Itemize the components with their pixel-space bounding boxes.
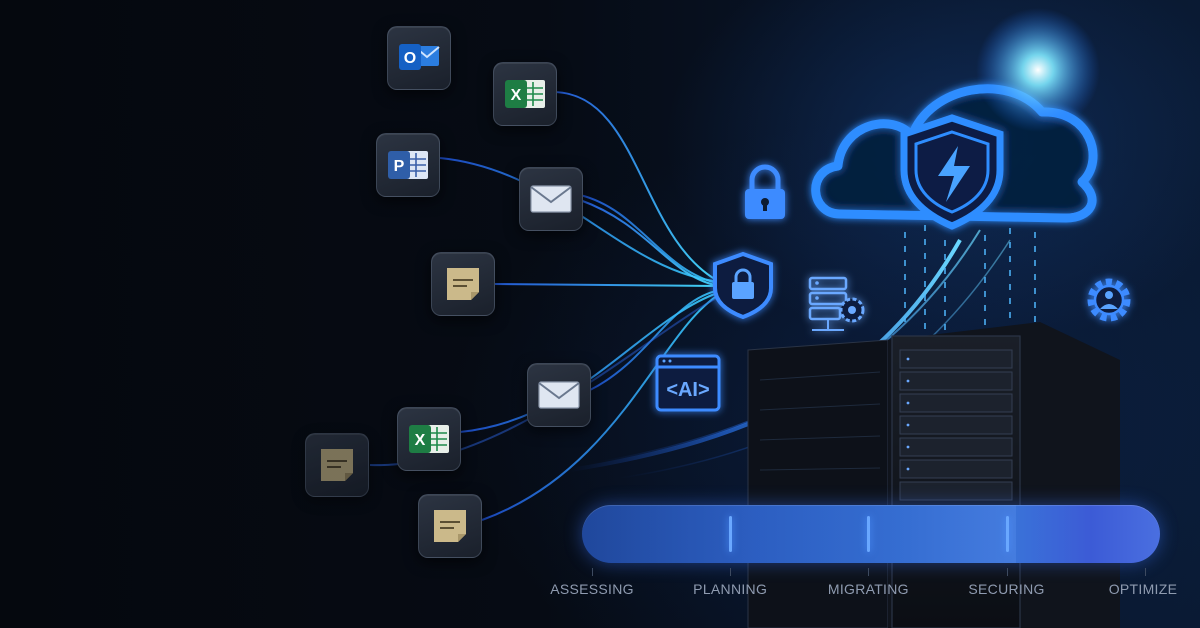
- flow-line: [579, 199, 721, 287]
- stage-label-optimize: OPTIMIZE: [1108, 581, 1178, 597]
- stage-label-planning: PLANNING: [693, 581, 768, 597]
- flow-line: [459, 291, 721, 433]
- migration-progress-bar: [582, 505, 1160, 563]
- stage-axis-tick: [592, 568, 593, 576]
- powerpoint-icon: P: [388, 151, 428, 179]
- envelope-icon: [530, 185, 572, 213]
- stage-marker: [867, 516, 871, 552]
- powerpoint-tile: P: [376, 133, 440, 197]
- svg-text:X: X: [511, 87, 522, 104]
- stage-label-migrating: MIGRATING: [827, 581, 909, 597]
- svg-text:<AI>: <AI>: [666, 379, 709, 401]
- server-rack-icon: [747, 322, 1120, 628]
- excel-icon: X: [409, 425, 449, 453]
- flow-line: [481, 293, 721, 521]
- svg-text:O: O: [404, 50, 416, 67]
- excel-tile-bottom: X: [397, 407, 461, 471]
- flow-line: [554, 91, 721, 283]
- sticky-note-icon: [321, 449, 353, 481]
- flow-line: [589, 289, 721, 391]
- excel-tile-top: X: [493, 62, 557, 126]
- stage-axis-tick: [1006, 568, 1008, 576]
- progress-fill: [582, 505, 1016, 563]
- notes-tile-middle: [431, 252, 495, 316]
- envelope-icon: [538, 381, 580, 409]
- stage-axis-tick: [868, 568, 870, 576]
- mail-tile-top: [519, 167, 583, 231]
- flow-line: [579, 194, 721, 285]
- excel-icon: X: [505, 80, 545, 108]
- flow-line: [491, 283, 719, 287]
- sticky-note-icon: [434, 510, 466, 542]
- stage-label-assessing: ASSESSING: [550, 581, 634, 597]
- shield-lock-icon: [713, 251, 773, 320]
- ai-window-icon: <AI>: [655, 354, 721, 412]
- stage-marker: [729, 516, 733, 552]
- stage-marker: [1005, 516, 1009, 552]
- light-flare: [976, 8, 1100, 132]
- notes-tile-bottom: [418, 494, 482, 558]
- sticky-note-icon: [447, 268, 479, 300]
- server-gear-icon: [808, 276, 865, 331]
- mail-tile-bottom: [527, 363, 591, 427]
- outlook-icon: O: [399, 44, 440, 70]
- stage-axis-tick: [730, 568, 732, 576]
- svg-text:X: X: [415, 432, 426, 449]
- padlock-icon: [745, 164, 785, 219]
- gear-person-icon: [1087, 278, 1131, 322]
- flow-line: [439, 157, 721, 283]
- notes-tile-left: [305, 433, 369, 497]
- stage-axis-tick: [1144, 568, 1146, 576]
- outlook-tile: O: [387, 26, 451, 90]
- stage-label-securing: SECURING: [968, 581, 1045, 597]
- svg-text:P: P: [394, 158, 405, 175]
